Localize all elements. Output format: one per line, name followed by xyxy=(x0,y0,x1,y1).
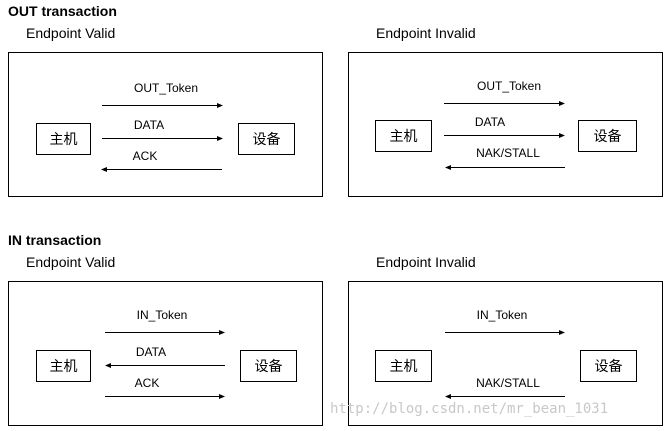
device-node: 设备 xyxy=(240,350,297,382)
in-invalid-frame: 主机 设备 IN_Token NAK/STALL xyxy=(348,281,663,426)
device-node: 设备 xyxy=(238,123,295,155)
message-label: ACK xyxy=(132,149,158,163)
in-valid-frame: 主机 设备 IN_Token DATA ACK xyxy=(8,281,323,426)
message-label: IN_Token xyxy=(476,308,528,322)
message-label: OUT_Token xyxy=(476,79,542,93)
message-arrows xyxy=(445,330,565,399)
host-node: 主机 xyxy=(36,350,91,382)
device-node: 设备 xyxy=(580,350,637,382)
arrowhead xyxy=(219,394,225,399)
out-transaction-title: OUT transaction xyxy=(8,3,117,19)
message-arrows xyxy=(101,103,223,172)
arrowhead xyxy=(559,330,565,335)
message-label: IN_Token xyxy=(136,308,188,322)
arrowhead xyxy=(445,394,451,399)
watermark-text: http://blog.csdn.net/mr_bean_1031 xyxy=(330,401,609,417)
message-label: OUT_Token xyxy=(133,81,199,95)
message-arrows xyxy=(105,330,225,399)
host-node: 主机 xyxy=(375,120,432,152)
out-invalid-frame: 主机 设备 OUT_Token DATA NAK/STALL xyxy=(348,52,663,197)
in-transaction-title: IN transaction xyxy=(8,232,102,248)
message-label: DATA xyxy=(133,118,165,132)
out-valid-frame: 主机 设备 OUT_Token DATA ACK xyxy=(8,52,323,197)
arrowhead xyxy=(219,330,225,335)
message-label: DATA xyxy=(135,345,167,359)
in-invalid-case-title: Endpoint Invalid xyxy=(376,254,476,270)
arrowhead xyxy=(217,136,223,141)
arrowhead xyxy=(559,133,565,138)
arrowhead xyxy=(105,363,111,368)
arrowhead xyxy=(217,103,223,108)
out-invalid-case-title: Endpoint Invalid xyxy=(376,25,476,41)
host-node: 主机 xyxy=(375,350,432,382)
message-label: ACK xyxy=(134,376,160,390)
out-valid-case-title: Endpoint Valid xyxy=(26,25,116,41)
arrowhead xyxy=(101,167,107,172)
arrowhead xyxy=(559,101,565,106)
device-node: 设备 xyxy=(578,120,637,152)
message-label: DATA xyxy=(474,115,506,129)
in-valid-case-title: Endpoint Valid xyxy=(26,254,116,270)
arrowhead xyxy=(445,165,451,170)
message-arrows xyxy=(444,101,565,170)
message-label: NAK/STALL xyxy=(476,376,540,390)
message-label: NAK/STALL xyxy=(476,146,540,160)
host-node: 主机 xyxy=(36,123,91,155)
